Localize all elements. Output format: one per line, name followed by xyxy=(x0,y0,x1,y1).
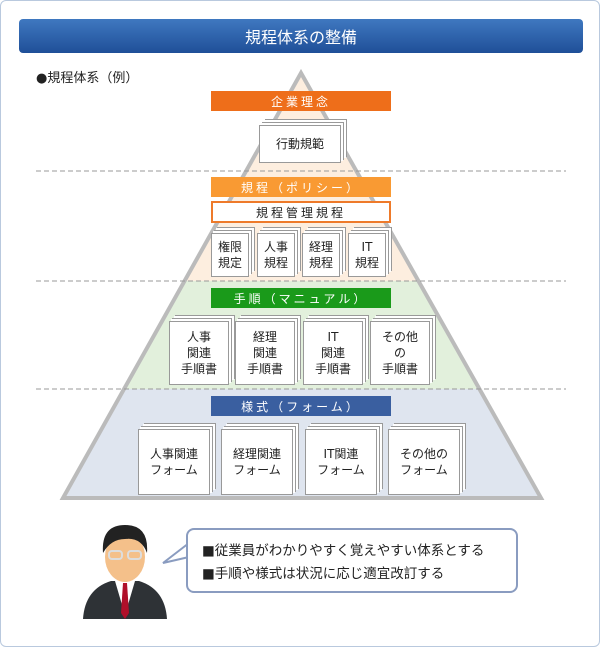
rule-management-box: 規程管理規程 xyxy=(211,201,391,223)
doc-rule: 人事 規程 xyxy=(257,233,295,277)
doc-rule: 経理 規程 xyxy=(302,233,340,277)
bubble-line: ■従業員がわかりやすく覚えやすい体系とする xyxy=(202,543,485,559)
doc-procedure: 経理 関連 手順書 xyxy=(235,321,295,385)
doc-form: 経理関連 フォーム xyxy=(221,429,293,495)
doc-procedure: その他 の 手順書 xyxy=(370,321,430,385)
doc-rule: 権限 規定 xyxy=(211,233,249,277)
doc-rule: IT 規程 xyxy=(348,233,386,277)
pyramid-outline xyxy=(59,68,545,500)
level-philosophy-header: 企業理念 xyxy=(211,91,391,111)
subtitle: ●規程体系（例） xyxy=(36,71,139,86)
level-procedures-header: 手順（マニュアル） xyxy=(211,288,391,308)
doc-procedure: IT 関連 手順書 xyxy=(303,321,363,385)
page-title: 規程体系の整備 xyxy=(19,19,583,53)
doc-code-of-conduct: 行動規範 xyxy=(259,125,341,163)
businessman-avatar xyxy=(83,525,167,619)
level-rules-header: 規程（ポリシー） xyxy=(211,177,391,197)
speech-bubble: ■従業員がわかりやすく覚えやすい体系とする ■手順や様式は状況に応じ適宜改訂する xyxy=(186,528,518,593)
bubble-tail xyxy=(162,542,190,564)
doc-form: IT関連 フォーム xyxy=(305,429,377,495)
doc-form: その他の フォーム xyxy=(388,429,460,495)
doc-procedure: 人事 関連 手順書 xyxy=(169,321,229,385)
level-forms-header: 様式（フォーム） xyxy=(211,396,391,416)
doc-form: 人事関連 フォーム xyxy=(138,429,210,495)
bubble-line: ■手順や様式は状況に応じ適宜改訂する xyxy=(202,566,445,582)
